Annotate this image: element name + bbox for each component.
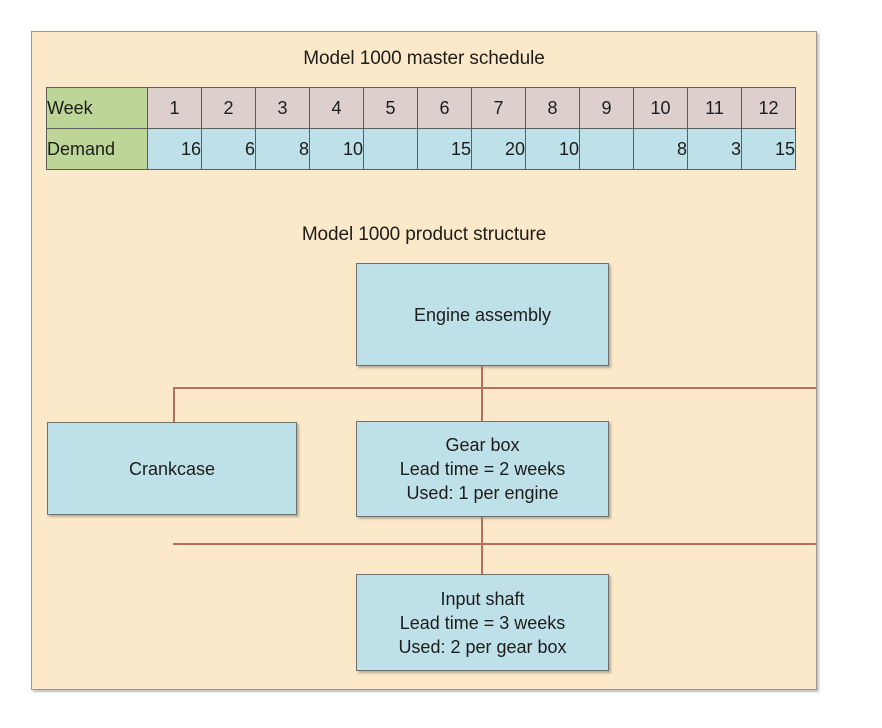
figure-panel: Model 1000 master schedule Week 1 2 3 4 … <box>31 31 817 690</box>
connector-to-gear-box <box>481 387 483 422</box>
node-input-shaft-line-2: Lead time = 3 weeks <box>399 612 566 633</box>
row-header-demand: Demand <box>46 128 148 170</box>
week-cell-1: 1 <box>147 87 202 129</box>
week-cell-10: 10 <box>633 87 688 129</box>
node-input-shaft-line-1: Input shaft <box>440 588 525 609</box>
week-cell-2: 2 <box>201 87 256 129</box>
connector-to-crankcase <box>173 387 175 423</box>
node-crankcase: Crankcase <box>47 422 297 515</box>
connector-to-input-shaft <box>481 543 483 575</box>
demand-cell-6: 15 <box>417 128 472 170</box>
demand-cell-4: 10 <box>309 128 364 170</box>
week-cell-8: 8 <box>525 87 580 129</box>
connector-level-2-bus <box>173 543 816 545</box>
table-row-demand: Demand 16 6 8 10 15 20 10 8 3 15 <box>46 128 796 170</box>
week-cell-6: 6 <box>417 87 472 129</box>
demand-cell-3: 8 <box>255 128 310 170</box>
demand-cell-9 <box>579 128 634 170</box>
week-cell-7: 7 <box>471 87 526 129</box>
product-structure-title: Model 1000 product structure <box>301 224 547 245</box>
week-cell-4: 4 <box>309 87 364 129</box>
week-cell-12: 12 <box>741 87 796 129</box>
week-cell-9: 9 <box>579 87 634 129</box>
demand-cell-10: 8 <box>633 128 688 170</box>
master-schedule-title: Model 1000 master schedule <box>303 48 545 69</box>
demand-cell-11: 3 <box>687 128 742 170</box>
table-row-week: Week 1 2 3 4 5 6 7 8 9 10 11 12 <box>46 87 796 129</box>
demand-cell-8: 10 <box>525 128 580 170</box>
connector-engine-down <box>481 366 483 389</box>
demand-cell-2: 6 <box>201 128 256 170</box>
node-gear-box-line-3: Used: 1 per engine <box>406 483 559 503</box>
week-cell-3: 3 <box>255 87 310 129</box>
demand-cell-5 <box>363 128 418 170</box>
node-crankcase-line-1: Crankcase <box>128 458 216 479</box>
node-gear-box-line-2: Lead time = 2 weeks <box>399 459 566 479</box>
node-gear-box-line-1: Gear box <box>445 435 520 455</box>
demand-cell-12: 15 <box>741 128 796 170</box>
node-gear-box: Gear box Lead time = 2 weeks Used: 1 per… <box>356 421 609 517</box>
node-input-shaft-line-3: Used: 2 per gear box <box>398 636 567 657</box>
demand-cell-7: 20 <box>471 128 526 170</box>
connector-gear-box-down <box>481 517 483 545</box>
week-cell-11: 11 <box>687 87 742 129</box>
node-engine-assembly: Engine assembly <box>356 263 609 366</box>
week-cell-5: 5 <box>363 87 418 129</box>
demand-cell-1: 16 <box>147 128 202 170</box>
row-header-week: Week <box>46 87 148 129</box>
node-engine-assembly-line-1: Engine assembly <box>413 304 552 325</box>
master-schedule-table: Week 1 2 3 4 5 6 7 8 9 10 11 12 Demand 1… <box>46 87 796 170</box>
connector-level-1-bus <box>173 387 816 389</box>
node-input-shaft: Input shaft Lead time = 3 weeks Used: 2 … <box>356 574 609 671</box>
